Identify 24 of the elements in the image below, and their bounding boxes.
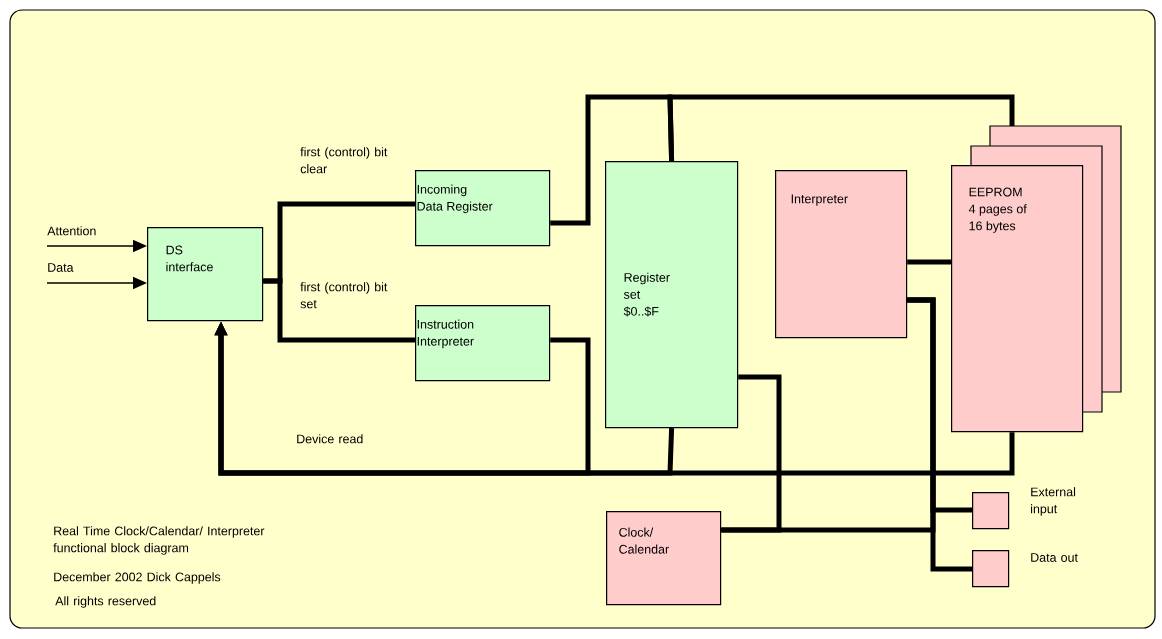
- caption-text: All rights reserved: [55, 596, 156, 608]
- interpreter-box: Interpreter: [775, 170, 908, 339]
- clock-box: Clock/ Calendar: [606, 511, 722, 606]
- edge-label: first (control) bit clear: [300, 147, 388, 174]
- edge-label: Data: [48, 263, 74, 272]
- connector: [263, 278, 415, 343]
- connector: [550, 94, 675, 226]
- interpreter-box: Instruction Interpreter: [415, 305, 551, 382]
- port-label: External input: [1031, 487, 1076, 516]
- edge-label: Device read: [297, 434, 363, 444]
- interface-box: DS interface: [147, 227, 264, 322]
- eeprom-stack: EEPROM 4 pages of 16 bytes: [951, 125, 1122, 433]
- register-box: Incoming Data Register: [415, 170, 551, 247]
- port-label: Data out: [1031, 553, 1078, 562]
- edge-label: first (control) bit set: [300, 282, 388, 309]
- port-box: [972, 492, 1010, 530]
- edge-label: Attention: [47, 226, 96, 236]
- register-set-box: Register set $0..$F: [605, 161, 739, 429]
- caption-text: December 2002 Dick Cappels: [54, 572, 221, 584]
- port-box: [972, 550, 1010, 588]
- caption-text: Real Time Clock/Calendar/ Interpreter functional block diagram: [53, 526, 265, 555]
- connector: [667, 94, 1015, 162]
- connector: [907, 259, 951, 265]
- connector: [907, 297, 972, 572]
